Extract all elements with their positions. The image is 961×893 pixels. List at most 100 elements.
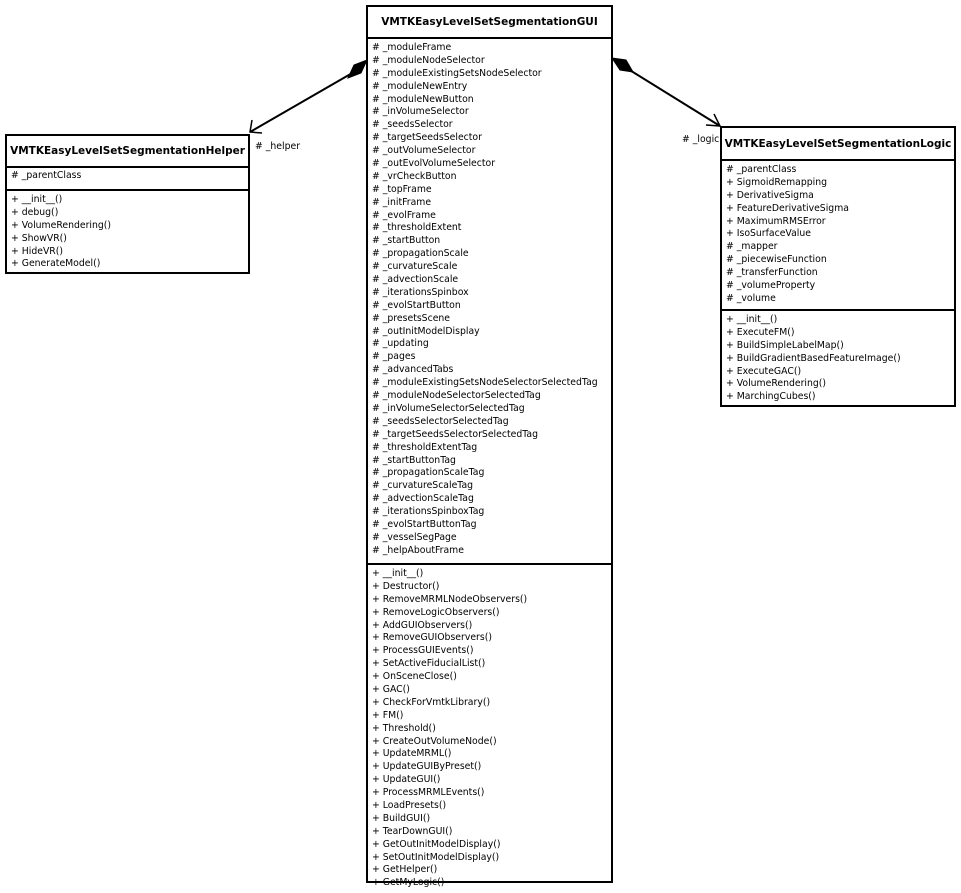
attribute-row: # _parentClass bbox=[726, 164, 797, 175]
attribute-row: # _inVolumeSelector bbox=[372, 106, 469, 118]
attribute-row: # _startButtonTag bbox=[372, 454, 456, 466]
method-row: + HideVR() bbox=[11, 245, 64, 257]
method-row: + TearDownGUI() bbox=[372, 825, 453, 837]
attribute-row: # _evolFrame bbox=[372, 209, 436, 221]
method-row: + SetOutInitModelDisplay() bbox=[372, 851, 500, 863]
method-row: + GetHelper() bbox=[372, 864, 438, 876]
gui-class-box: VMTKEasyLevelSetSegmentationGUI # _modul… bbox=[366, 5, 613, 888]
method-row: + debug() bbox=[11, 206, 59, 218]
attribute-row: + IsoSurfaceValue bbox=[726, 228, 811, 240]
method-row: + GetMyLogic() bbox=[372, 877, 445, 889]
helper-role-label: # _helper bbox=[255, 141, 301, 152]
method-row: + CheckForVmtkLibrary() bbox=[372, 696, 491, 708]
method-row: + RemoveLogicObservers() bbox=[372, 606, 500, 618]
attribute-row: # _propagationScaleTag bbox=[372, 467, 485, 479]
attribute-row: # _presetsScene bbox=[372, 312, 451, 324]
attribute-row: # _topFrame bbox=[372, 183, 432, 195]
logic-role-label: # _logic bbox=[682, 134, 720, 145]
attribute-row: # _parentClass bbox=[11, 170, 82, 181]
method-row: + GetOutInitModelDisplay() bbox=[372, 838, 501, 850]
attribute-row: # _outEvolVolumeSelector bbox=[372, 158, 496, 170]
attribute-row: # _volumeProperty bbox=[726, 280, 816, 292]
attribute-row: # _targetSeedsSelector bbox=[372, 132, 482, 144]
attribute-row: # _evolStartButton bbox=[372, 299, 461, 311]
attribute-row: # _moduleExistingSetsNodeSelector bbox=[372, 67, 542, 79]
logic-class-box: VMTKEasyLevelSetSegmentationLogic # _par… bbox=[720, 126, 956, 407]
attribute-row: # _transferFunction bbox=[726, 267, 818, 279]
helper-attributes: # _parentClass bbox=[7, 168, 248, 191]
method-row: + BuildGradientBasedFeatureImage() bbox=[726, 352, 901, 364]
logic-association-line bbox=[627, 68, 721, 127]
method-row: + MarchingCubes() bbox=[726, 391, 816, 403]
attribute-row: # _iterationsSpinbox bbox=[372, 286, 469, 298]
attribute-row: # _piecewiseFunction bbox=[726, 254, 827, 266]
attribute-row: # _curvatureScaleTag bbox=[372, 480, 474, 492]
attribute-row: # _seedsSelectorSelectedTag bbox=[372, 415, 509, 427]
attribute-row: + SigmoidRemapping bbox=[726, 176, 828, 188]
method-row: + VolumeRendering() bbox=[11, 219, 112, 231]
attribute-row: # _moduleFrame bbox=[372, 42, 452, 53]
attribute-row: # _thresholdExtentTag bbox=[372, 441, 478, 453]
attribute-row: # _vesselSegPage bbox=[372, 531, 457, 543]
method-row: + VolumeRendering() bbox=[726, 378, 827, 390]
method-row: + ProcessMRMLEvents() bbox=[372, 787, 485, 799]
method-row: + __init__() bbox=[372, 568, 424, 579]
method-row: + Threshold() bbox=[372, 722, 436, 734]
attribute-row: # _advectionScaleTag bbox=[372, 493, 474, 505]
method-row: + UpdateGUIByPreset() bbox=[372, 761, 482, 773]
attribute-row: # _moduleNewEntry bbox=[372, 80, 468, 92]
attribute-row: # _moduleExistingSetsNodeSelectorSelecte… bbox=[372, 377, 598, 389]
method-row: + ShowVR() bbox=[11, 232, 67, 244]
method-row: + RemoveGUIObservers() bbox=[372, 632, 492, 644]
helper-methods: + __init__()+ debug()+ VolumeRendering()… bbox=[7, 191, 248, 274]
attribute-row: # _thresholdExtent bbox=[372, 222, 462, 234]
helper-arrowhead bbox=[249, 119, 263, 134]
logic-methods: + __init__()+ ExecuteFM()+ BuildSimpleLa… bbox=[722, 311, 954, 407]
gui-attributes: # _moduleFrame# _moduleNodeSelector# _mo… bbox=[368, 39, 611, 565]
logic-attributes: # _parentClass+ SigmoidRemapping+ Deriva… bbox=[722, 161, 954, 311]
method-row: + UpdateMRML() bbox=[372, 748, 452, 760]
method-row: + GAC() bbox=[372, 684, 410, 696]
helper-composition-diamond bbox=[347, 59, 368, 79]
attribute-row: # _updating bbox=[372, 338, 429, 350]
method-row: + SetActiveFiducialList() bbox=[372, 658, 486, 670]
attribute-row: + DerivativeSigma bbox=[726, 189, 814, 201]
method-row: + __init__() bbox=[11, 194, 63, 205]
attribute-row: # _mapper bbox=[726, 241, 778, 253]
method-row: + BuildGUI() bbox=[372, 812, 431, 824]
attribute-row: # _targetSeedsSelectorSelectedTag bbox=[372, 428, 538, 440]
attribute-row: # _helpAboutFrame bbox=[372, 544, 464, 556]
attribute-row: + FeatureDerivativeSigma bbox=[726, 202, 849, 214]
attribute-row: # _seedsSelector bbox=[372, 119, 453, 131]
method-row: + UpdateGUI() bbox=[372, 774, 441, 786]
attribute-row: # _advectionScale bbox=[372, 274, 459, 286]
helper-class-box: VMTKEasyLevelSetSegmentationHelper # _pa… bbox=[5, 134, 250, 274]
attribute-row: # _moduleNewButton bbox=[372, 93, 474, 105]
gui-class-name: VMTKEasyLevelSetSegmentationGUI bbox=[368, 7, 611, 39]
method-row: + CreateOutVolumeNode() bbox=[372, 735, 497, 747]
method-row: + OnSceneClose() bbox=[372, 671, 457, 683]
method-row: + ExecuteFM() bbox=[726, 326, 795, 338]
method-row: + Destructor() bbox=[372, 580, 440, 592]
gui-methods: + __init__()+ Destructor()+ RemoveMRMLNo… bbox=[368, 565, 611, 893]
attribute-row: + MaximumRMSError bbox=[726, 215, 826, 227]
attribute-row: # _initFrame bbox=[372, 196, 432, 208]
attribute-row: # _outVolumeSelector bbox=[372, 145, 476, 157]
helper-class-name: VMTKEasyLevelSetSegmentationHelper bbox=[7, 136, 248, 168]
method-row: + RemoveMRMLNodeObservers() bbox=[372, 593, 528, 605]
attribute-row: # _volume bbox=[726, 292, 776, 304]
attribute-row: # _startButton bbox=[372, 235, 441, 247]
helper-association-line bbox=[249, 71, 355, 133]
attribute-row: # _outInitModelDisplay bbox=[372, 325, 480, 337]
attribute-row: # _iterationsSpinboxTag bbox=[372, 506, 485, 518]
method-row: + FM() bbox=[372, 709, 404, 721]
logic-composition bbox=[610, 57, 722, 127]
attribute-row: # _evolStartButtonTag bbox=[372, 518, 477, 530]
method-row: + LoadPresets() bbox=[372, 800, 447, 812]
attribute-row: # _moduleNodeSelectorSelectedTag bbox=[372, 390, 541, 402]
method-row: + ProcessGUIEvents() bbox=[372, 645, 474, 657]
attribute-row: # _moduleNodeSelector bbox=[372, 54, 485, 66]
attribute-row: # _inVolumeSelectorSelectedTag bbox=[372, 402, 525, 414]
